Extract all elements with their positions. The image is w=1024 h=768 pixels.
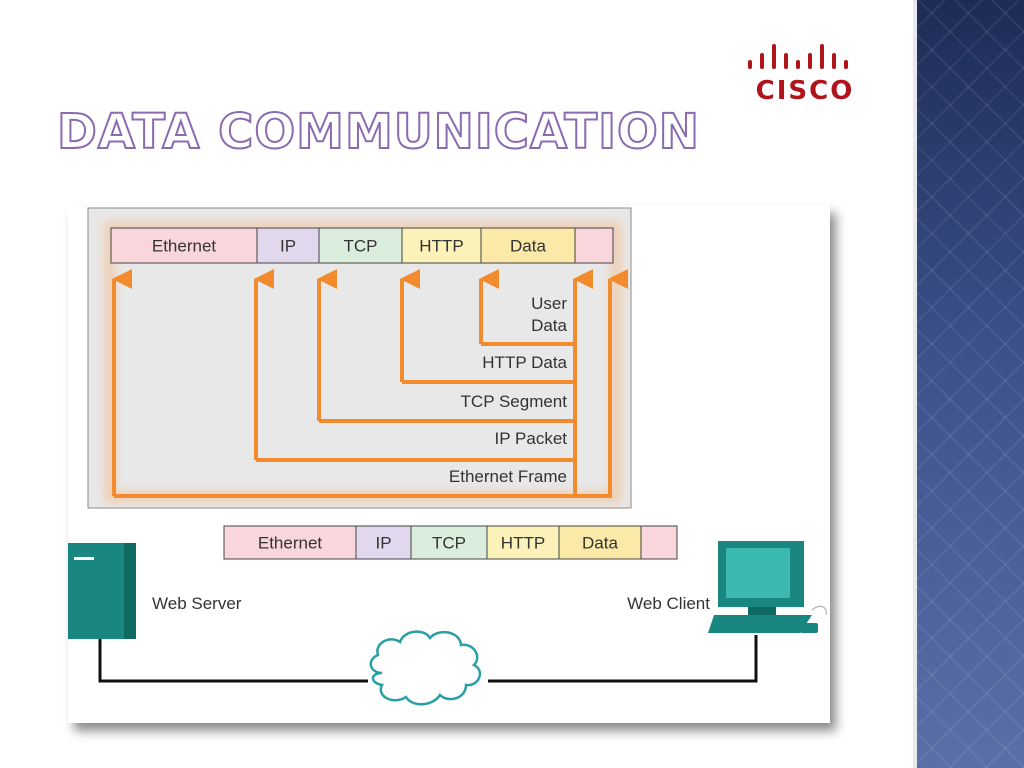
decorative-sidebar: [913, 0, 1024, 768]
user-data-label-line1: User: [531, 294, 567, 313]
top-frame-field-5: [574, 227, 614, 264]
bottom-frame-field-label-data: Data: [582, 533, 618, 552]
bottom-frame-field-1: [355, 525, 412, 560]
top-frame-field-label-ethernet: Ethernet: [152, 236, 217, 255]
sidebar-divider: [913, 0, 917, 768]
bottom-frame-field-label-ethernet: Ethernet: [258, 533, 323, 552]
web-client-icon: [708, 541, 827, 633]
bottom-frame-field-3: [486, 525, 560, 560]
bottom-frame-field-label-http: HTTP: [501, 533, 545, 552]
encapsulation-arrows: [112, 269, 628, 498]
bottom-frame-field-label-tcp: TCP: [432, 533, 466, 552]
http-data-label: HTTP Data: [482, 353, 567, 372]
top-frame-field-3: [401, 227, 482, 264]
client-link-line: [488, 635, 758, 683]
bottom-frame-field-0: [223, 525, 357, 560]
top-frame-field-label-http: HTTP: [419, 236, 463, 255]
bottom-frame-field-5: [640, 525, 678, 560]
bottom-frame-field-label-ip: IP: [375, 533, 391, 552]
bottom-frame-fields: Ethernet IP TCP HTTP Data: [223, 525, 678, 560]
top-frame-field-label-data: Data: [510, 236, 546, 255]
slide-title: Data Communication: [56, 103, 700, 161]
top-frame-field-label-ip: IP: [280, 236, 296, 255]
cloud-icon: [369, 630, 482, 706]
web-server-label: Web Server: [152, 594, 242, 613]
cisco-logo: CISCO: [744, 38, 866, 108]
user-data-label-line2: Data: [531, 316, 567, 335]
tcp-segment-label: TCP Segment: [461, 392, 568, 411]
top-frame-field-0: [110, 227, 258, 264]
top-frame-field-label-tcp: TCP: [344, 236, 378, 255]
top-frame-field-2: [318, 227, 403, 264]
web-client-label: Web Client: [627, 594, 710, 613]
cisco-bars-icon: [748, 44, 848, 69]
top-frame-fields: Ethernet IP TCP HTTP Data: [110, 227, 614, 264]
cisco-wordmark: CISCO: [755, 76, 855, 106]
ethernet-frame-right-arrow: [114, 269, 628, 498]
ethernet-frame-label: Ethernet Frame: [449, 467, 567, 486]
ip-packet-label: IP Packet: [495, 429, 568, 448]
server-link-line: [98, 629, 368, 683]
bottom-frame-field-4: [558, 525, 642, 560]
web-server-icon: [68, 543, 136, 639]
top-frame-field-4: [480, 227, 576, 264]
